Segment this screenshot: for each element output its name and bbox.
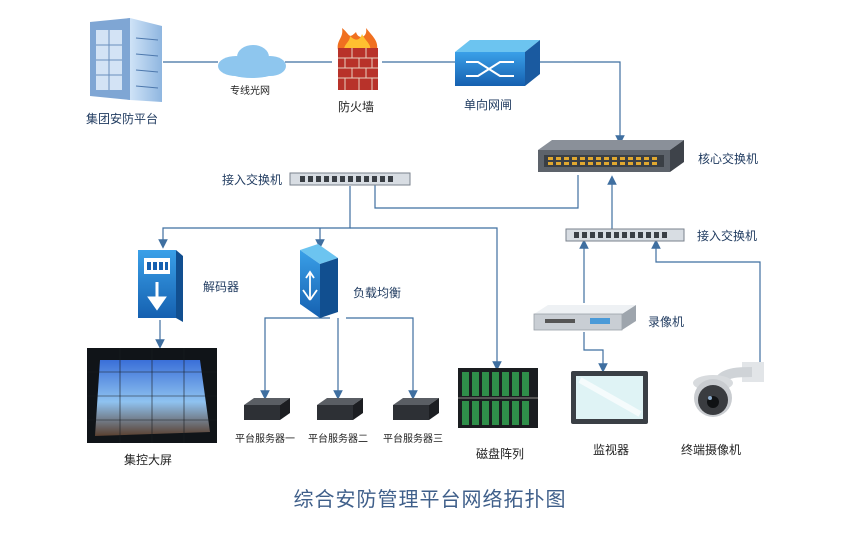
diagram-title: 综合安防管理平台网络拓扑图	[293, 487, 567, 511]
load-balancer-icon	[300, 244, 338, 318]
access-switch-right-label: 接入交换机	[697, 229, 758, 243]
camera-icon	[693, 362, 764, 417]
fiber-label: 专线光网	[230, 86, 270, 97]
firewall-icon	[337, 28, 378, 90]
server1-label: 平台服务器一	[235, 434, 295, 445]
server3-label: 平台服务器三	[383, 434, 443, 445]
decoder-icon	[138, 250, 183, 322]
recorder-label: 录像机	[648, 315, 685, 329]
building-icon	[90, 18, 162, 102]
gateway-label: 单向网闸	[464, 98, 513, 112]
group-platform-label: 集团安防平台	[86, 112, 159, 126]
access-switch-left-label: 接入交换机	[222, 173, 283, 187]
load-balancer-label: 负载均衡	[353, 286, 402, 300]
recorder-icon	[533, 305, 636, 331]
access-switch-left-icon	[289, 172, 411, 186]
gateway-icon	[455, 40, 540, 86]
connection-lines	[155, 61, 761, 400]
server2-icon	[317, 398, 363, 420]
core-switch-icon	[538, 140, 684, 172]
disk-array-icon	[458, 368, 538, 428]
server3-icon	[393, 398, 439, 420]
video-wall-label: 集控大屏	[124, 453, 173, 467]
monitor-icon	[571, 371, 648, 424]
video-wall-icon	[87, 348, 217, 443]
server2-label: 平台服务器二	[308, 434, 368, 445]
decoder-label: 解码器	[203, 280, 240, 294]
firewall-label: 防火墙	[338, 100, 375, 114]
monitor-label: 监视器	[593, 443, 630, 457]
cloud-icon	[218, 45, 286, 78]
disk-array-label: 磁盘阵列	[476, 447, 525, 461]
server1-icon	[244, 398, 290, 420]
camera-label: 终端摄像机	[681, 443, 742, 457]
core-switch-label: 核心交换机	[698, 152, 759, 166]
access-switch-right-icon	[565, 228, 685, 242]
